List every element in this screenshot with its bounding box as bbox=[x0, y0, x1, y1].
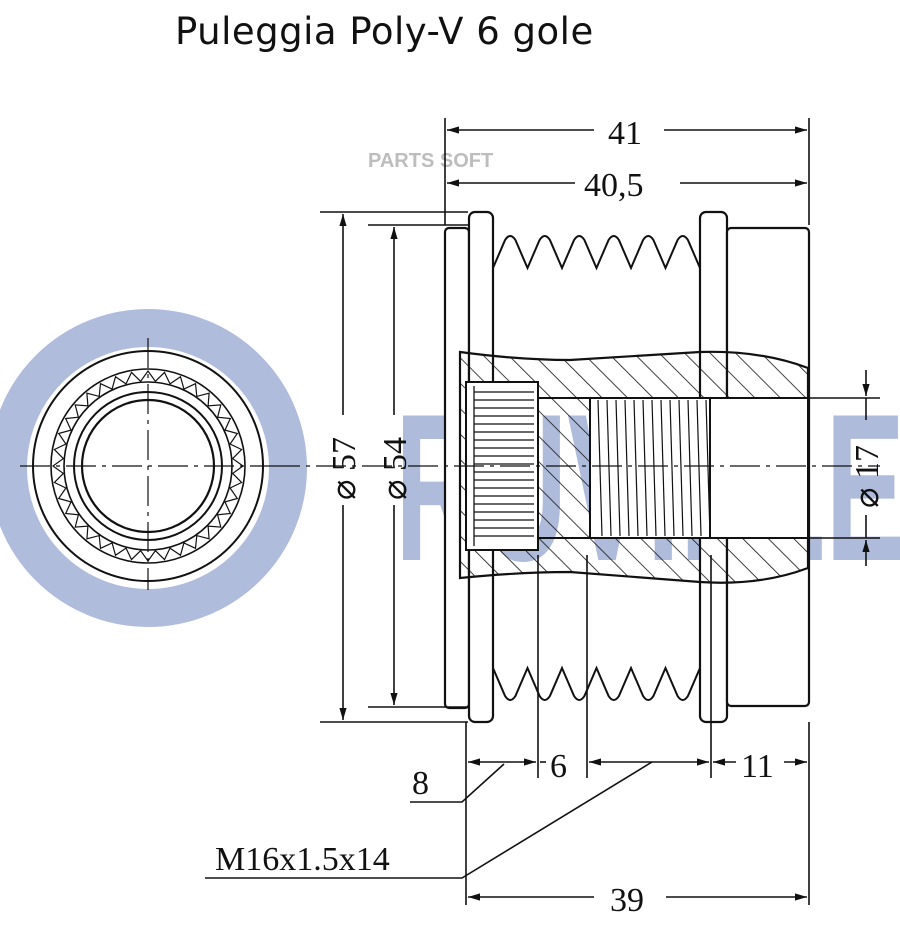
dim-groove-pitch: 6 bbox=[550, 748, 567, 785]
extension-lines bbox=[320, 118, 880, 905]
dimension-labels: 41 40,5 ⌀ 57 ⌀ 54 ⌀ 17 8 6 11 M16x1.5x14… bbox=[215, 115, 886, 919]
dim-overall-length: 41 bbox=[608, 115, 642, 152]
dim-base-length: 39 bbox=[610, 882, 644, 919]
dim-body-length: 40,5 bbox=[584, 167, 644, 204]
dim-outer-diameter: ⌀ 57 bbox=[326, 437, 363, 500]
front-view bbox=[20, 338, 270, 590]
dim-thread: M16x1.5x14 bbox=[215, 841, 390, 878]
dim-groove-diameter: ⌀ 54 bbox=[377, 437, 414, 500]
side-section-view bbox=[443, 210, 811, 724]
dim-rear-offset: 11 bbox=[741, 748, 774, 785]
dim-bore-diameter: ⌀ 17 bbox=[849, 445, 886, 508]
dimension-lines bbox=[205, 126, 870, 901]
watermark-parts-text: PARTS SOFT bbox=[368, 150, 493, 172]
diagram-title: Puleggia Poly-V 6 gole bbox=[175, 10, 594, 53]
dim-spline-depth: 8 bbox=[412, 765, 429, 802]
